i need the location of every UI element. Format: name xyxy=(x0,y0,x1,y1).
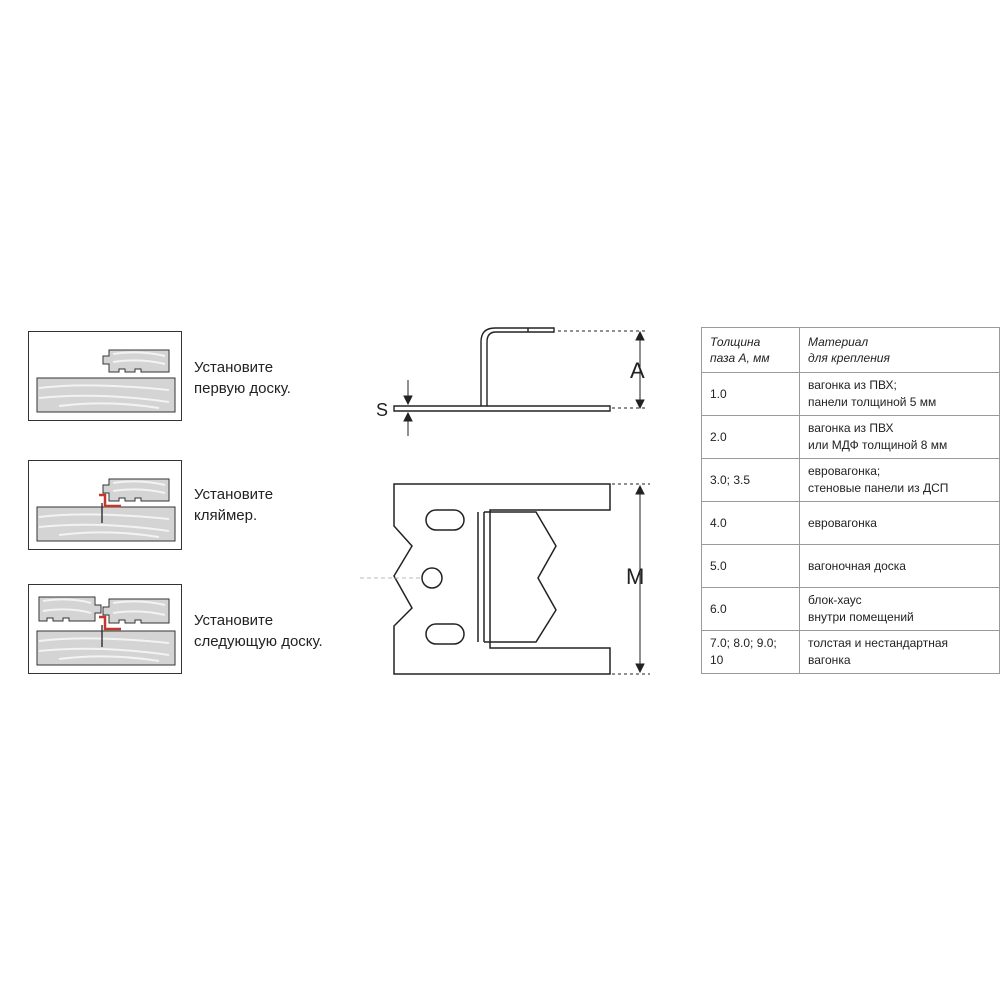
header-material-line2: для крепления xyxy=(807,351,890,365)
step-2-caption: Установите кляймер. xyxy=(194,484,273,526)
step-1-caption-line1: Установите xyxy=(194,359,274,376)
table-header-row: Толщина паза А, мм Материал для креплени… xyxy=(701,327,1000,373)
step-2: Установите кляймер. xyxy=(28,460,348,550)
first-board-grain xyxy=(112,480,166,494)
header-material: Материал для крепления xyxy=(798,327,1000,373)
wood-grain xyxy=(38,513,170,538)
material-cell: вагонка из ПВХ; панели толщиной 5 мм xyxy=(798,372,1000,416)
thickness-cell: 3.0; 3.5 xyxy=(701,458,800,502)
clip xyxy=(99,493,121,508)
clip-profile xyxy=(393,405,611,412)
step-1-illustration xyxy=(28,331,182,421)
material-cell: вагонка из ПВХ или МДФ толщиной 8 мм xyxy=(798,415,1000,459)
step-3-caption-line1: Установите xyxy=(194,612,274,629)
dimension-a xyxy=(558,330,648,410)
thickness-cell: 5.0 xyxy=(701,544,800,588)
clip-plate-outline xyxy=(393,483,611,675)
table-row: 1.0 вагонка из ПВХ; панели толщиной 5 мм xyxy=(701,372,1000,416)
clip-bend xyxy=(477,512,485,642)
step-1: Установите первую доску. xyxy=(28,331,348,421)
header-material-line1: Материал xyxy=(807,335,869,349)
table-row: 6.0 блок-хаус внутри помещений xyxy=(701,587,1000,631)
clip-riser xyxy=(480,327,555,406)
step-3-illustration xyxy=(28,584,182,674)
wood-grain xyxy=(38,637,170,662)
thickness-cell: 6.0 xyxy=(701,587,800,631)
step-2-caption-line2: кляймер. xyxy=(194,507,258,524)
step-1-caption-line2: первую доску. xyxy=(194,380,291,397)
material-cell: евровагонка xyxy=(798,501,1000,545)
step-3-caption-line2: следующую доску. xyxy=(194,633,323,650)
clip-tongue xyxy=(484,511,557,643)
material-cell: блок-хаус внутри помещений xyxy=(798,587,1000,631)
next-board-grain xyxy=(42,598,92,614)
step-1-caption: Установите первую доску. xyxy=(194,357,291,399)
table-row: 2.0 вагонка из ПВХ или МДФ толщиной 8 мм xyxy=(701,415,1000,459)
table-row: 4.0 евровагонка xyxy=(701,501,1000,545)
slot-bottom xyxy=(425,623,465,645)
step-3: Установите следующую доску. xyxy=(28,584,348,674)
dimension-s xyxy=(403,380,413,436)
dimension-m xyxy=(612,483,650,675)
step-2-caption-line1: Установите xyxy=(194,486,274,503)
material-cell: вагоночная доска xyxy=(798,544,1000,588)
clip-install-illustration xyxy=(36,478,176,542)
material-cell: евровагонка; стеновые панели из ДСП xyxy=(798,458,1000,502)
step-3-caption: Установите следующую доску. xyxy=(194,610,323,652)
first-board-grain xyxy=(112,351,166,365)
clip-front-view xyxy=(393,483,611,675)
header-thickness-line2: паза А, мм xyxy=(710,351,770,365)
dimension-m-label: M xyxy=(626,564,644,589)
material-cell: толстая и нестандартная вагонка xyxy=(798,630,1000,674)
clip-side-view xyxy=(393,327,611,412)
dimension-s-label: S xyxy=(376,400,388,420)
first-board-grain xyxy=(112,600,166,616)
thickness-cell: 4.0 xyxy=(701,501,800,545)
groove-thickness-table: Толщина паза А, мм Материал для креплени… xyxy=(701,327,1000,674)
thickness-cell: 1.0 xyxy=(701,372,800,416)
center-hole xyxy=(421,567,443,589)
dimension-a-label: A xyxy=(630,358,645,383)
step-2-illustration xyxy=(28,460,182,550)
header-thickness: Толщина паза А, мм xyxy=(701,327,800,373)
clip xyxy=(99,615,121,631)
thickness-cell: 2.0 xyxy=(701,415,800,459)
slot-top xyxy=(425,509,465,531)
thickness-cell: 7.0; 8.0; 9.0; 10 xyxy=(701,630,800,674)
table-row: 7.0; 8.0; 9.0; 10 толстая и нестандартна… xyxy=(701,630,1000,674)
table-row: 3.0; 3.5 евровагонка; стеновые панели из… xyxy=(701,458,1000,502)
first-board-install-illustration xyxy=(36,349,176,413)
table-row: 5.0 вагоночная доска xyxy=(701,544,1000,588)
clip-technical-drawing: A S M xyxy=(360,327,650,675)
header-thickness-line1: Толщина xyxy=(710,335,761,349)
wood-grain xyxy=(38,384,170,409)
next-board-install-illustration xyxy=(36,596,176,666)
